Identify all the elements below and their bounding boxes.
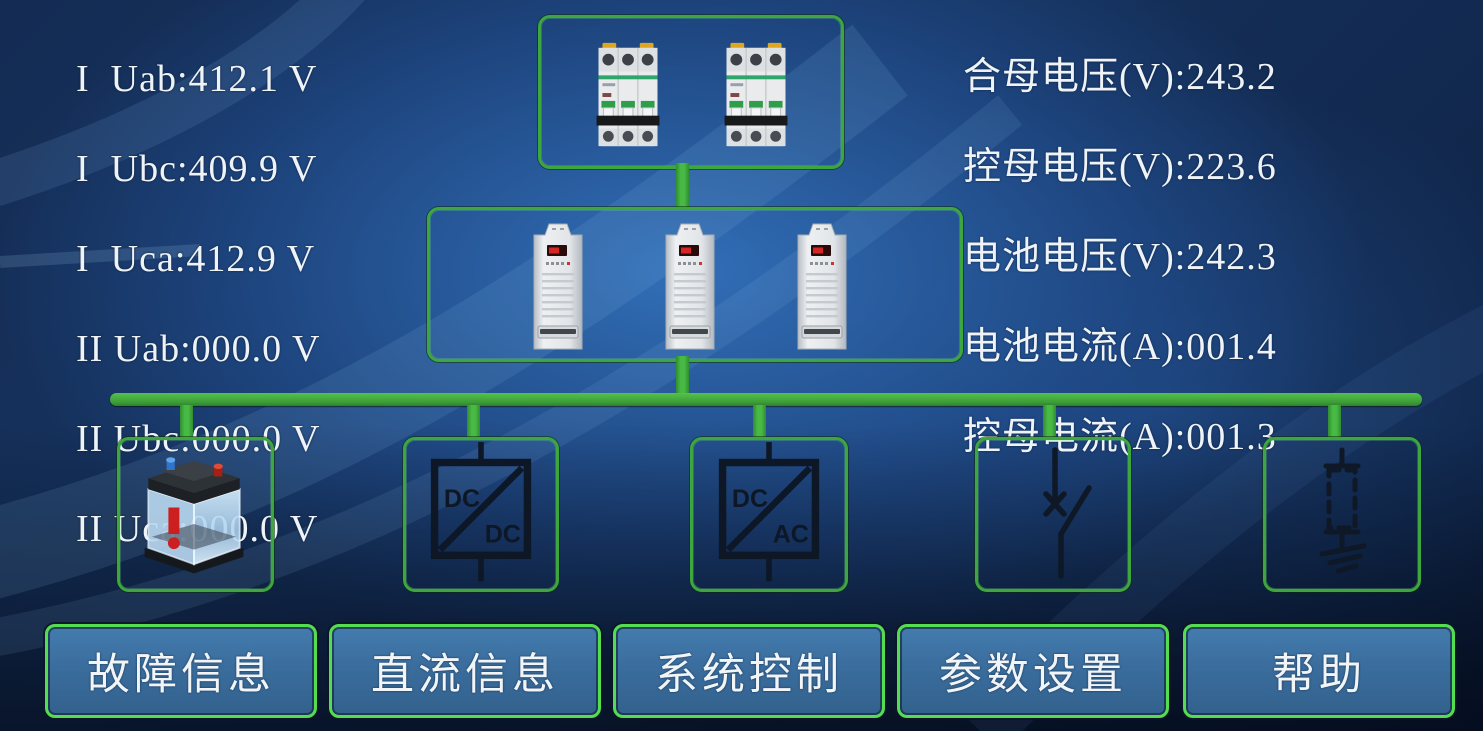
bus-drop-dcdc [467, 405, 480, 438]
ac-voltage-line: I Uab:412.1 V [76, 58, 318, 100]
dc-dc-converter-icon: DC DC [430, 442, 532, 582]
dcac-input-label: DC [732, 485, 768, 513]
earth-connection-icon [1319, 447, 1367, 574]
rectifier-module-panel[interactable] [427, 207, 963, 362]
dcdc-converter-tile[interactable]: DC DC [403, 437, 559, 592]
dc-reading-line: 控母电压(V):223.6 [963, 146, 1277, 188]
dcac-inverter-tile[interactable]: DC AC [690, 437, 848, 592]
dc-bus-bar [110, 393, 1422, 406]
nav-button-fault-info[interactable]: 故障信息 [45, 624, 317, 718]
dc-bus-readings: 合母电压(V):243.2 控母电压(V):223.6 电池电压(V):242.… [963, 14, 1277, 500]
bus-drop-ground [1328, 405, 1341, 438]
connector-rectifier-to-bus [676, 356, 689, 394]
dc-reading-line: 电池电压(V):242.3 [963, 236, 1277, 278]
nav-button-parameter-settings[interactable]: 参数设置 [897, 624, 1169, 718]
nav-button-system-control[interactable]: 系统控制 [613, 624, 885, 718]
disconnect-switch-icon [1043, 447, 1092, 579]
bus-drop-battery [180, 405, 193, 438]
nav-button-help[interactable]: 帮助 [1183, 624, 1455, 718]
bus-drop-dcac [753, 405, 766, 438]
rectifier-module-icon [797, 223, 847, 350]
dc-reading-line: 电池电流(A):001.4 [963, 326, 1277, 368]
circuit-breaker-icon [596, 42, 660, 147]
earth-connection-tile[interactable] [1263, 437, 1421, 592]
battery-tile[interactable] [117, 437, 274, 592]
disconnect-switch-tile[interactable] [975, 437, 1131, 592]
nav-button-dc-info[interactable]: 直流信息 [329, 624, 601, 718]
dc-reading-line: 合母电压(V):243.2 [963, 56, 1277, 98]
connector-breaker-to-rectifier [676, 163, 689, 209]
dcdc-output-label: DC [485, 520, 521, 548]
rectifier-module-icon [665, 223, 715, 350]
ac-voltage-line: II Uab:000.0 V [76, 328, 321, 370]
rectifier-module-icon [533, 223, 583, 350]
dcdc-input-label: DC [444, 485, 480, 513]
bus-drop-switch [1043, 405, 1056, 438]
dcac-output-label: AC [773, 520, 809, 548]
ac-voltage-line: II Ubc:000.0 V [76, 418, 321, 460]
ac-voltage-line: I Ubc:409.9 V [76, 148, 318, 190]
circuit-breaker-icon [724, 42, 788, 147]
ac-voltage-line: I Uca:412.9 V [76, 238, 316, 280]
ac-breaker-panel[interactable] [538, 15, 844, 169]
dc-ac-inverter-icon: DC AC [718, 442, 820, 582]
battery-icon [144, 457, 244, 574]
